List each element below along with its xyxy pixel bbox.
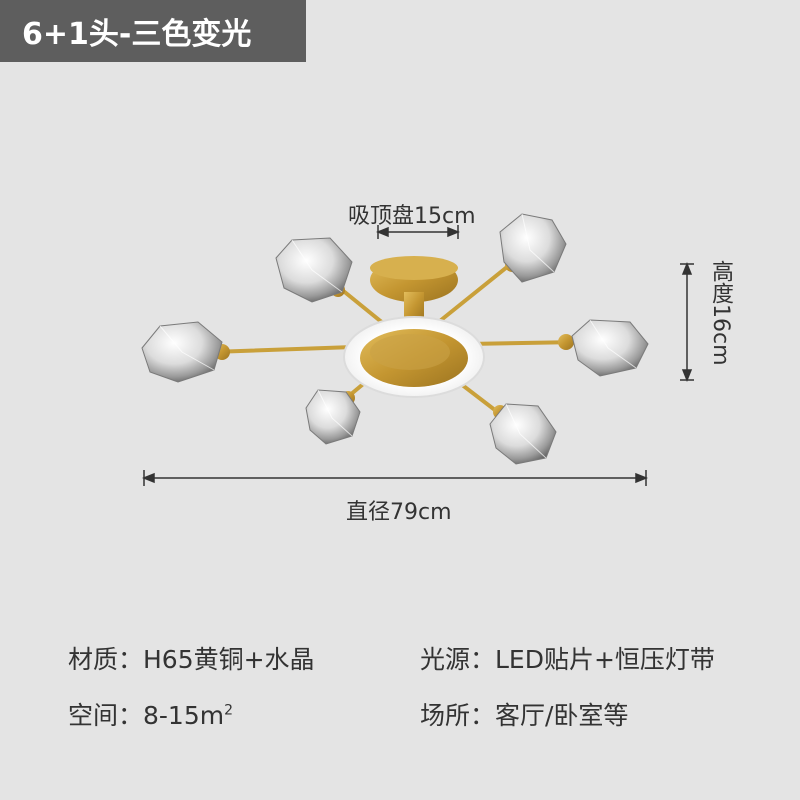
title-text: 6+1头-三色变光 bbox=[22, 17, 252, 52]
spec-material: 材质：H65黄铜+水晶 bbox=[68, 645, 315, 674]
title-badge: 6+1头-三色变光 bbox=[0, 0, 306, 62]
diameter-label: 直径79cm bbox=[346, 500, 452, 525]
spec-space: 空间：8-15m2 bbox=[68, 696, 233, 732]
spec-space-sup: 2 bbox=[224, 702, 234, 719]
spec-place: 场所：客厅/卧室等 bbox=[420, 701, 629, 730]
spec-light-source: 光源：LED贴片+恒压灯带 bbox=[420, 645, 715, 674]
spec-space-text: 空间：8-15m bbox=[68, 701, 225, 730]
height-dimension-arrow bbox=[680, 261, 694, 383]
crystal-top-left bbox=[275, 237, 353, 303]
base-size-label: 吸顶盘15cm bbox=[348, 204, 476, 229]
crystal-bottom-right bbox=[489, 403, 557, 465]
base-dimension-arrow bbox=[375, 225, 461, 239]
crystal-top-right bbox=[499, 213, 567, 283]
center-led-ring bbox=[343, 316, 485, 398]
ceiling-canopy bbox=[370, 256, 458, 322]
crystal-right bbox=[571, 319, 649, 377]
diameter-dimension-arrow bbox=[141, 470, 649, 486]
height-label: 高度16cm bbox=[708, 260, 733, 366]
